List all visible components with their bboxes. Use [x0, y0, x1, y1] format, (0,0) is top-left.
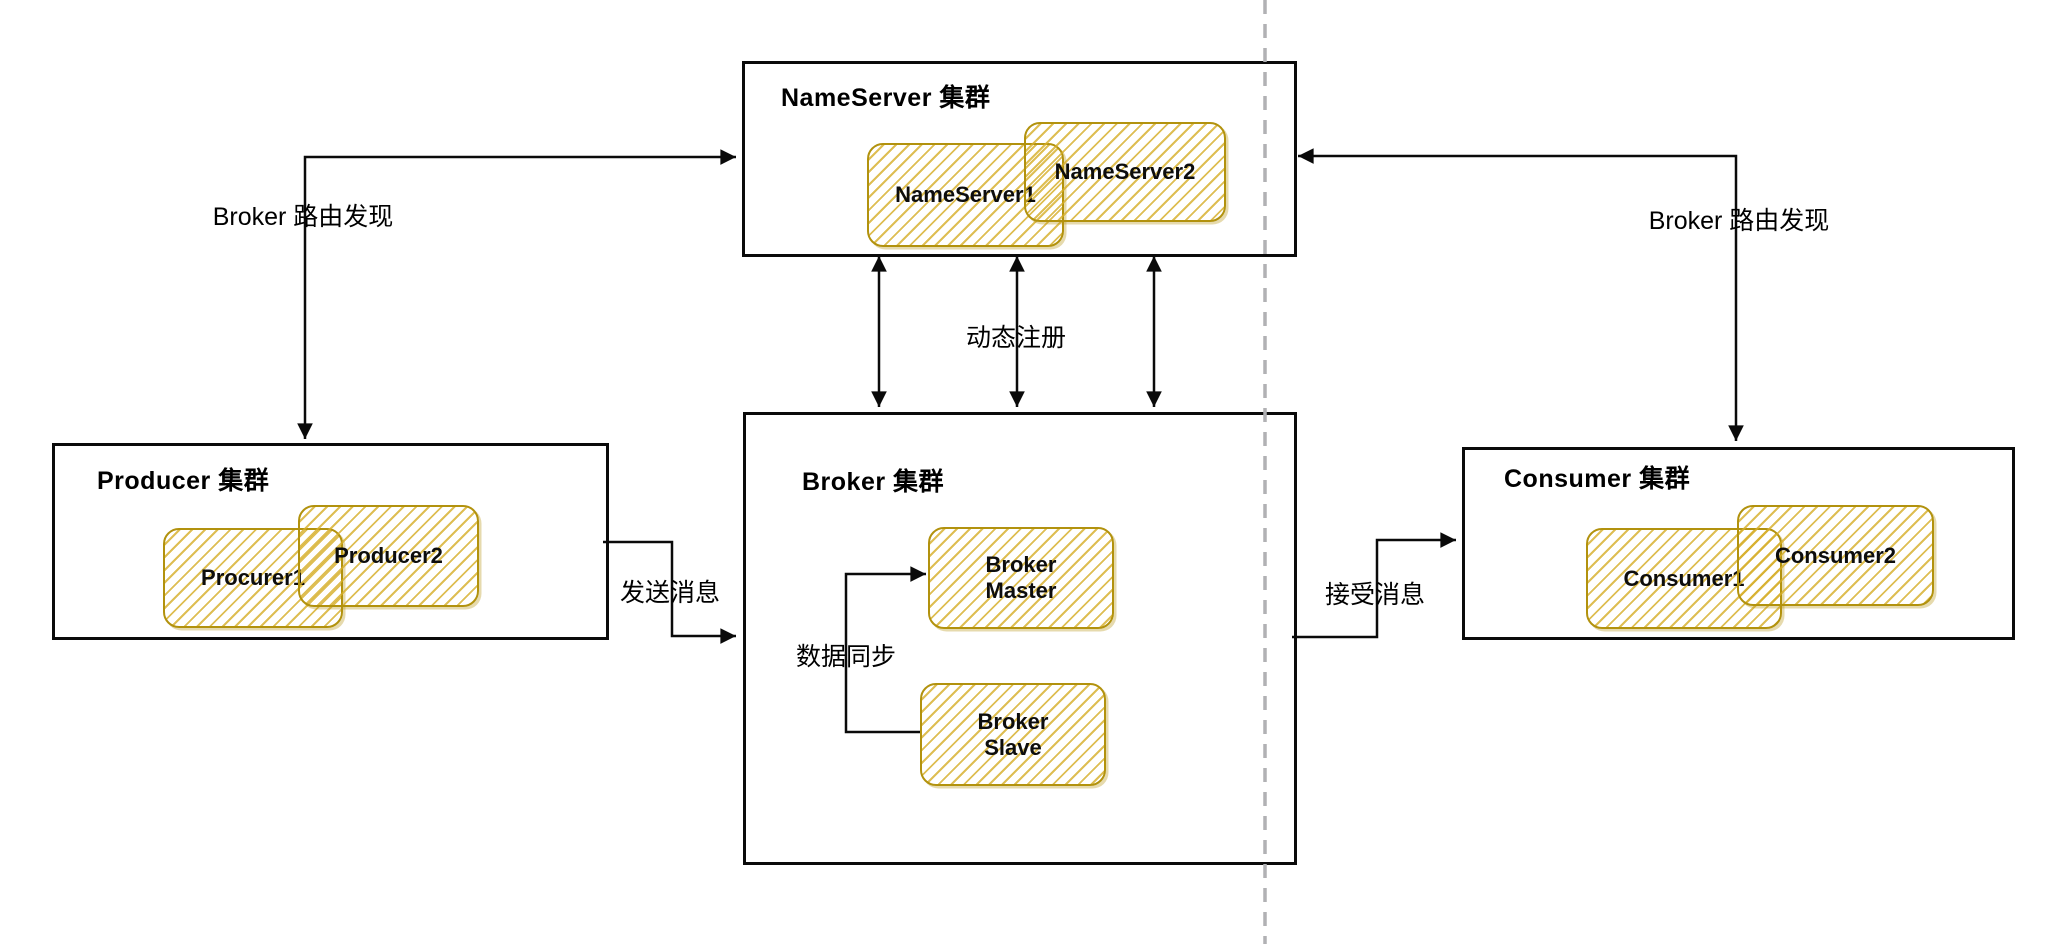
node-producer2: Producer2	[298, 505, 479, 607]
cluster-title-broker: Broker 集群	[802, 468, 945, 496]
node-nameserver1: NameServer1	[867, 143, 1064, 247]
cluster-title-consumer: Consumer 集群	[1504, 465, 1691, 493]
cluster-title-nameserver: NameServer 集群	[781, 84, 991, 112]
cluster-box-broker	[743, 412, 1297, 865]
node-label-procurer1: Procurer1	[201, 565, 305, 591]
edge-route-discovery-left	[297, 149, 736, 439]
node-broker-slave: Broker Slave	[920, 683, 1106, 786]
node-label-nameserver1: NameServer1	[895, 182, 1036, 208]
node-consumer2: Consumer2	[1737, 505, 1934, 606]
node-label-nameserver2: NameServer2	[1054, 159, 1196, 185]
node-label-producer2: Producer2	[334, 543, 443, 569]
edge-label-dynamic-registration: 动态注册	[965, 324, 1067, 352]
edge-label-data-sync: 数据同步	[795, 643, 897, 671]
node-broker-master: Broker Master	[928, 527, 1114, 629]
node-label-consumer2: Consumer2	[1774, 542, 1897, 568]
edge-receive-message	[1292, 532, 1456, 639]
edge-label-receive-message: 接受消息	[1324, 581, 1426, 609]
node-label-broker-master: Broker Master	[985, 552, 1057, 603]
edge-route-discovery-right	[1298, 148, 1744, 441]
node-label-broker-slave: Broker Slave	[977, 708, 1049, 760]
edge-data-sync	[844, 566, 926, 734]
edge-label-route-discovery-left: Broker 路由发现	[212, 203, 394, 231]
edge-label-send-message: 发送消息	[619, 579, 721, 607]
node-label-consumer1: Consumer1	[1623, 565, 1745, 591]
node-nameserver2: NameServer2	[1024, 122, 1226, 222]
cluster-title-producer: Producer 集群	[97, 467, 270, 495]
edge-label-route-discovery-right: Broker 路由发现	[1648, 207, 1830, 235]
edge-send-message	[603, 540, 736, 644]
